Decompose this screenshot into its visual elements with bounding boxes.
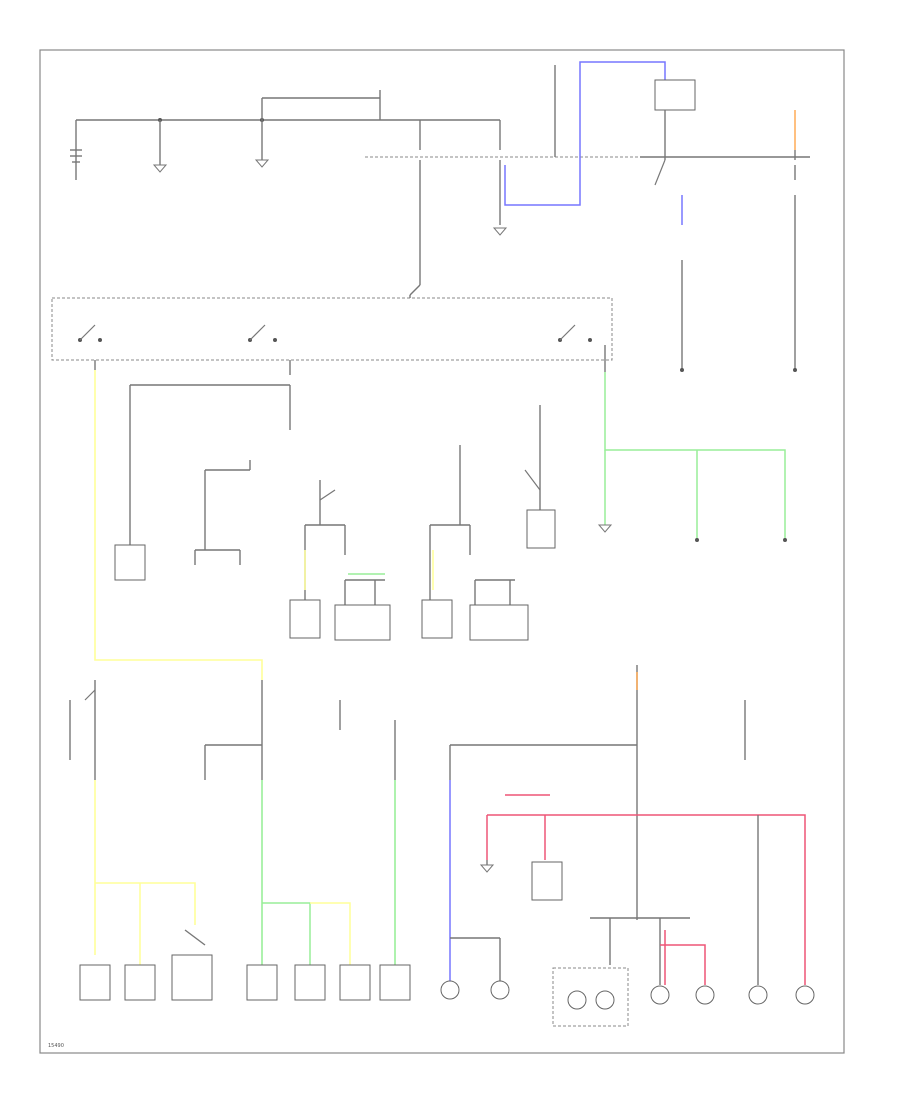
wire-red bbox=[660, 944, 706, 985]
switch bbox=[78, 324, 102, 342]
component-box bbox=[294, 964, 326, 1001]
component-box bbox=[171, 954, 213, 1001]
ground-symbol bbox=[479, 864, 495, 873]
relay-box bbox=[554, 65, 696, 157]
ignition-switch-block bbox=[51, 295, 613, 375]
ground-symbol bbox=[492, 227, 508, 236]
cluster-frame bbox=[552, 967, 629, 1027]
component-box bbox=[124, 964, 156, 1001]
lower-section bbox=[69, 665, 815, 1027]
generator bbox=[70, 120, 82, 180]
component-box bbox=[289, 599, 321, 639]
lamp-bulb bbox=[650, 985, 670, 1005]
wire-yellow bbox=[310, 902, 351, 965]
ground-symbol bbox=[597, 524, 613, 533]
wire-red bbox=[487, 814, 806, 985]
middle-section bbox=[94, 370, 787, 680]
ground-symbol bbox=[254, 159, 270, 168]
component-box bbox=[526, 509, 556, 549]
component-box bbox=[246, 964, 278, 1001]
lamp-bulb bbox=[748, 985, 768, 1005]
component-box bbox=[421, 599, 453, 639]
component-box bbox=[114, 544, 146, 581]
component-box bbox=[469, 604, 529, 641]
top-power-source-section bbox=[70, 61, 810, 372]
component-box bbox=[339, 964, 371, 1001]
component-box bbox=[79, 964, 111, 1001]
wire-green bbox=[262, 902, 311, 965]
component-box bbox=[531, 861, 563, 901]
switch bbox=[558, 324, 592, 342]
lamp-bulb bbox=[490, 980, 510, 1000]
component-box bbox=[334, 604, 391, 641]
lamp-bulb bbox=[695, 985, 715, 1005]
wire-yellow bbox=[95, 882, 196, 925]
lamp-bulb bbox=[567, 990, 587, 1010]
lamp-bulb bbox=[595, 990, 615, 1010]
lamp-bulb bbox=[795, 985, 815, 1005]
switch bbox=[248, 324, 277, 342]
ground-symbol bbox=[152, 164, 168, 173]
component-box bbox=[379, 964, 411, 1001]
wire-green bbox=[604, 372, 786, 540]
lamp-bulb bbox=[440, 980, 460, 1000]
diagram-frame bbox=[39, 49, 845, 1054]
page-code: 15490 bbox=[48, 1043, 64, 1049]
wire-blue bbox=[504, 61, 666, 206]
wire-yellow bbox=[94, 370, 263, 680]
